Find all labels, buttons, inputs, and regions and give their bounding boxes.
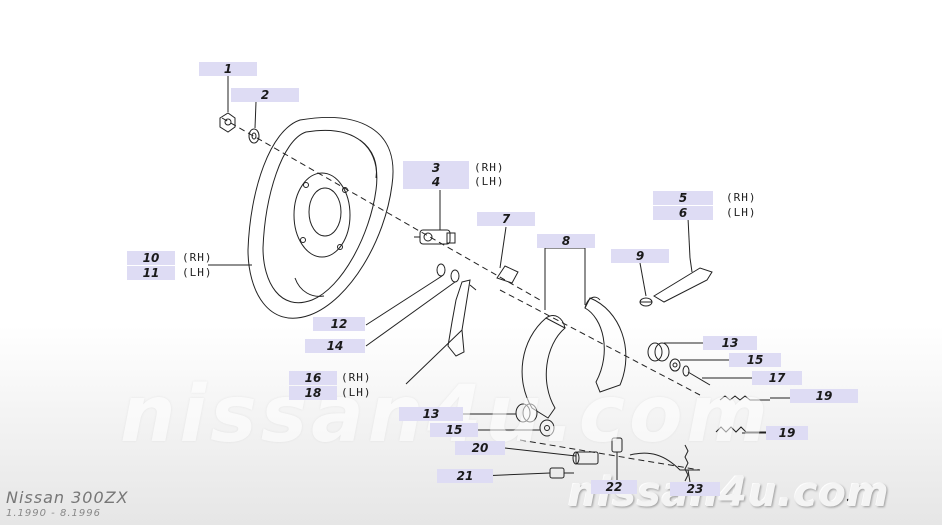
side-rh-label: (RH) — [726, 191, 757, 204]
adjuster-lever-part — [414, 205, 456, 245]
callout-label-15[interactable]: 15 — [430, 423, 478, 437]
center-axis-line — [499, 289, 701, 396]
leader-line — [365, 281, 456, 347]
callout-label-19[interactable]: 19 — [766, 426, 808, 440]
callout-label-1[interactable]: 1 — [199, 62, 257, 76]
adjuster-spring-part — [629, 452, 700, 471]
callout-label-16[interactable]: 16 — [289, 371, 337, 385]
side-rh-label: (RH) — [474, 161, 505, 174]
hold-down-pin-part — [682, 365, 711, 386]
callout-label-3[interactable]: 3 — [403, 161, 469, 175]
callout-label-7[interactable]: 7 — [477, 212, 535, 226]
callout-label-19[interactable]: 19 — [790, 389, 858, 403]
callout-label-23[interactable]: 23 — [670, 482, 720, 496]
callout-label-20[interactable]: 20 — [455, 441, 505, 455]
callout-label-11[interactable]: 11 — [127, 266, 175, 280]
side-lh-label: (LH) — [182, 266, 213, 279]
callout-label-14[interactable]: 14 — [305, 339, 365, 353]
callout-label-2[interactable]: 2 — [231, 88, 299, 102]
brake-shoe-part — [521, 296, 627, 419]
leader-line — [254, 101, 257, 129]
leader-line — [365, 275, 443, 326]
leader-line — [499, 226, 507, 269]
parking-lever-part — [447, 279, 477, 357]
retainer-pin-part — [436, 263, 460, 283]
vehicle-years: 1.1990 - 8.1996 — [6, 508, 101, 519]
callout-label-17[interactable]: 17 — [752, 371, 802, 385]
decorative-dot — [846, 498, 850, 502]
callout-label-6[interactable]: 6 — [653, 206, 713, 220]
backing-plate-part — [247, 117, 394, 319]
center-axis-line — [221, 117, 541, 301]
washer-part — [248, 128, 260, 144]
adjuster-spring-part — [684, 444, 689, 482]
callout-label-8[interactable]: 8 — [537, 234, 595, 248]
center-axis-line — [519, 439, 701, 471]
callout-label-18[interactable]: 18 — [289, 386, 337, 400]
strut-plate-part — [496, 265, 519, 284]
leader-line — [687, 217, 691, 259]
callout-label-10[interactable]: 10 — [127, 251, 175, 265]
leader-line — [504, 447, 577, 457]
clip-part — [639, 297, 653, 307]
side-lh-label: (LH) — [726, 206, 757, 219]
adjuster-arm-part — [653, 257, 713, 303]
vehicle-model: Nissan 300ZX — [6, 488, 129, 507]
callout-label-13[interactable]: 13 — [703, 336, 757, 350]
spring-cup-part — [647, 342, 681, 372]
callout-label-5[interactable]: 5 — [653, 191, 713, 205]
callout-label-9[interactable]: 9 — [611, 249, 669, 263]
spring-cup-part — [515, 403, 555, 437]
leader-line — [687, 469, 691, 483]
leader-line — [544, 247, 586, 305]
side-lh-label: (LH) — [474, 175, 505, 188]
leader-line — [639, 262, 647, 297]
callout-label-12[interactable]: 12 — [313, 317, 365, 331]
callout-label-22[interactable]: 22 — [591, 480, 637, 494]
nut-part — [219, 112, 236, 133]
side-lh-label: (LH) — [341, 386, 372, 399]
callout-label-4[interactable]: 4 — [403, 175, 469, 189]
return-spring-part — [715, 426, 771, 433]
side-rh-label: (RH) — [182, 251, 213, 264]
side-rh-label: (RH) — [341, 371, 372, 384]
callout-label-13[interactable]: 13 — [399, 407, 463, 421]
callout-label-21[interactable]: 21 — [437, 469, 493, 483]
callout-label-15[interactable]: 15 — [729, 353, 781, 367]
return-spring-part — [719, 395, 770, 401]
leader-line — [405, 329, 463, 385]
